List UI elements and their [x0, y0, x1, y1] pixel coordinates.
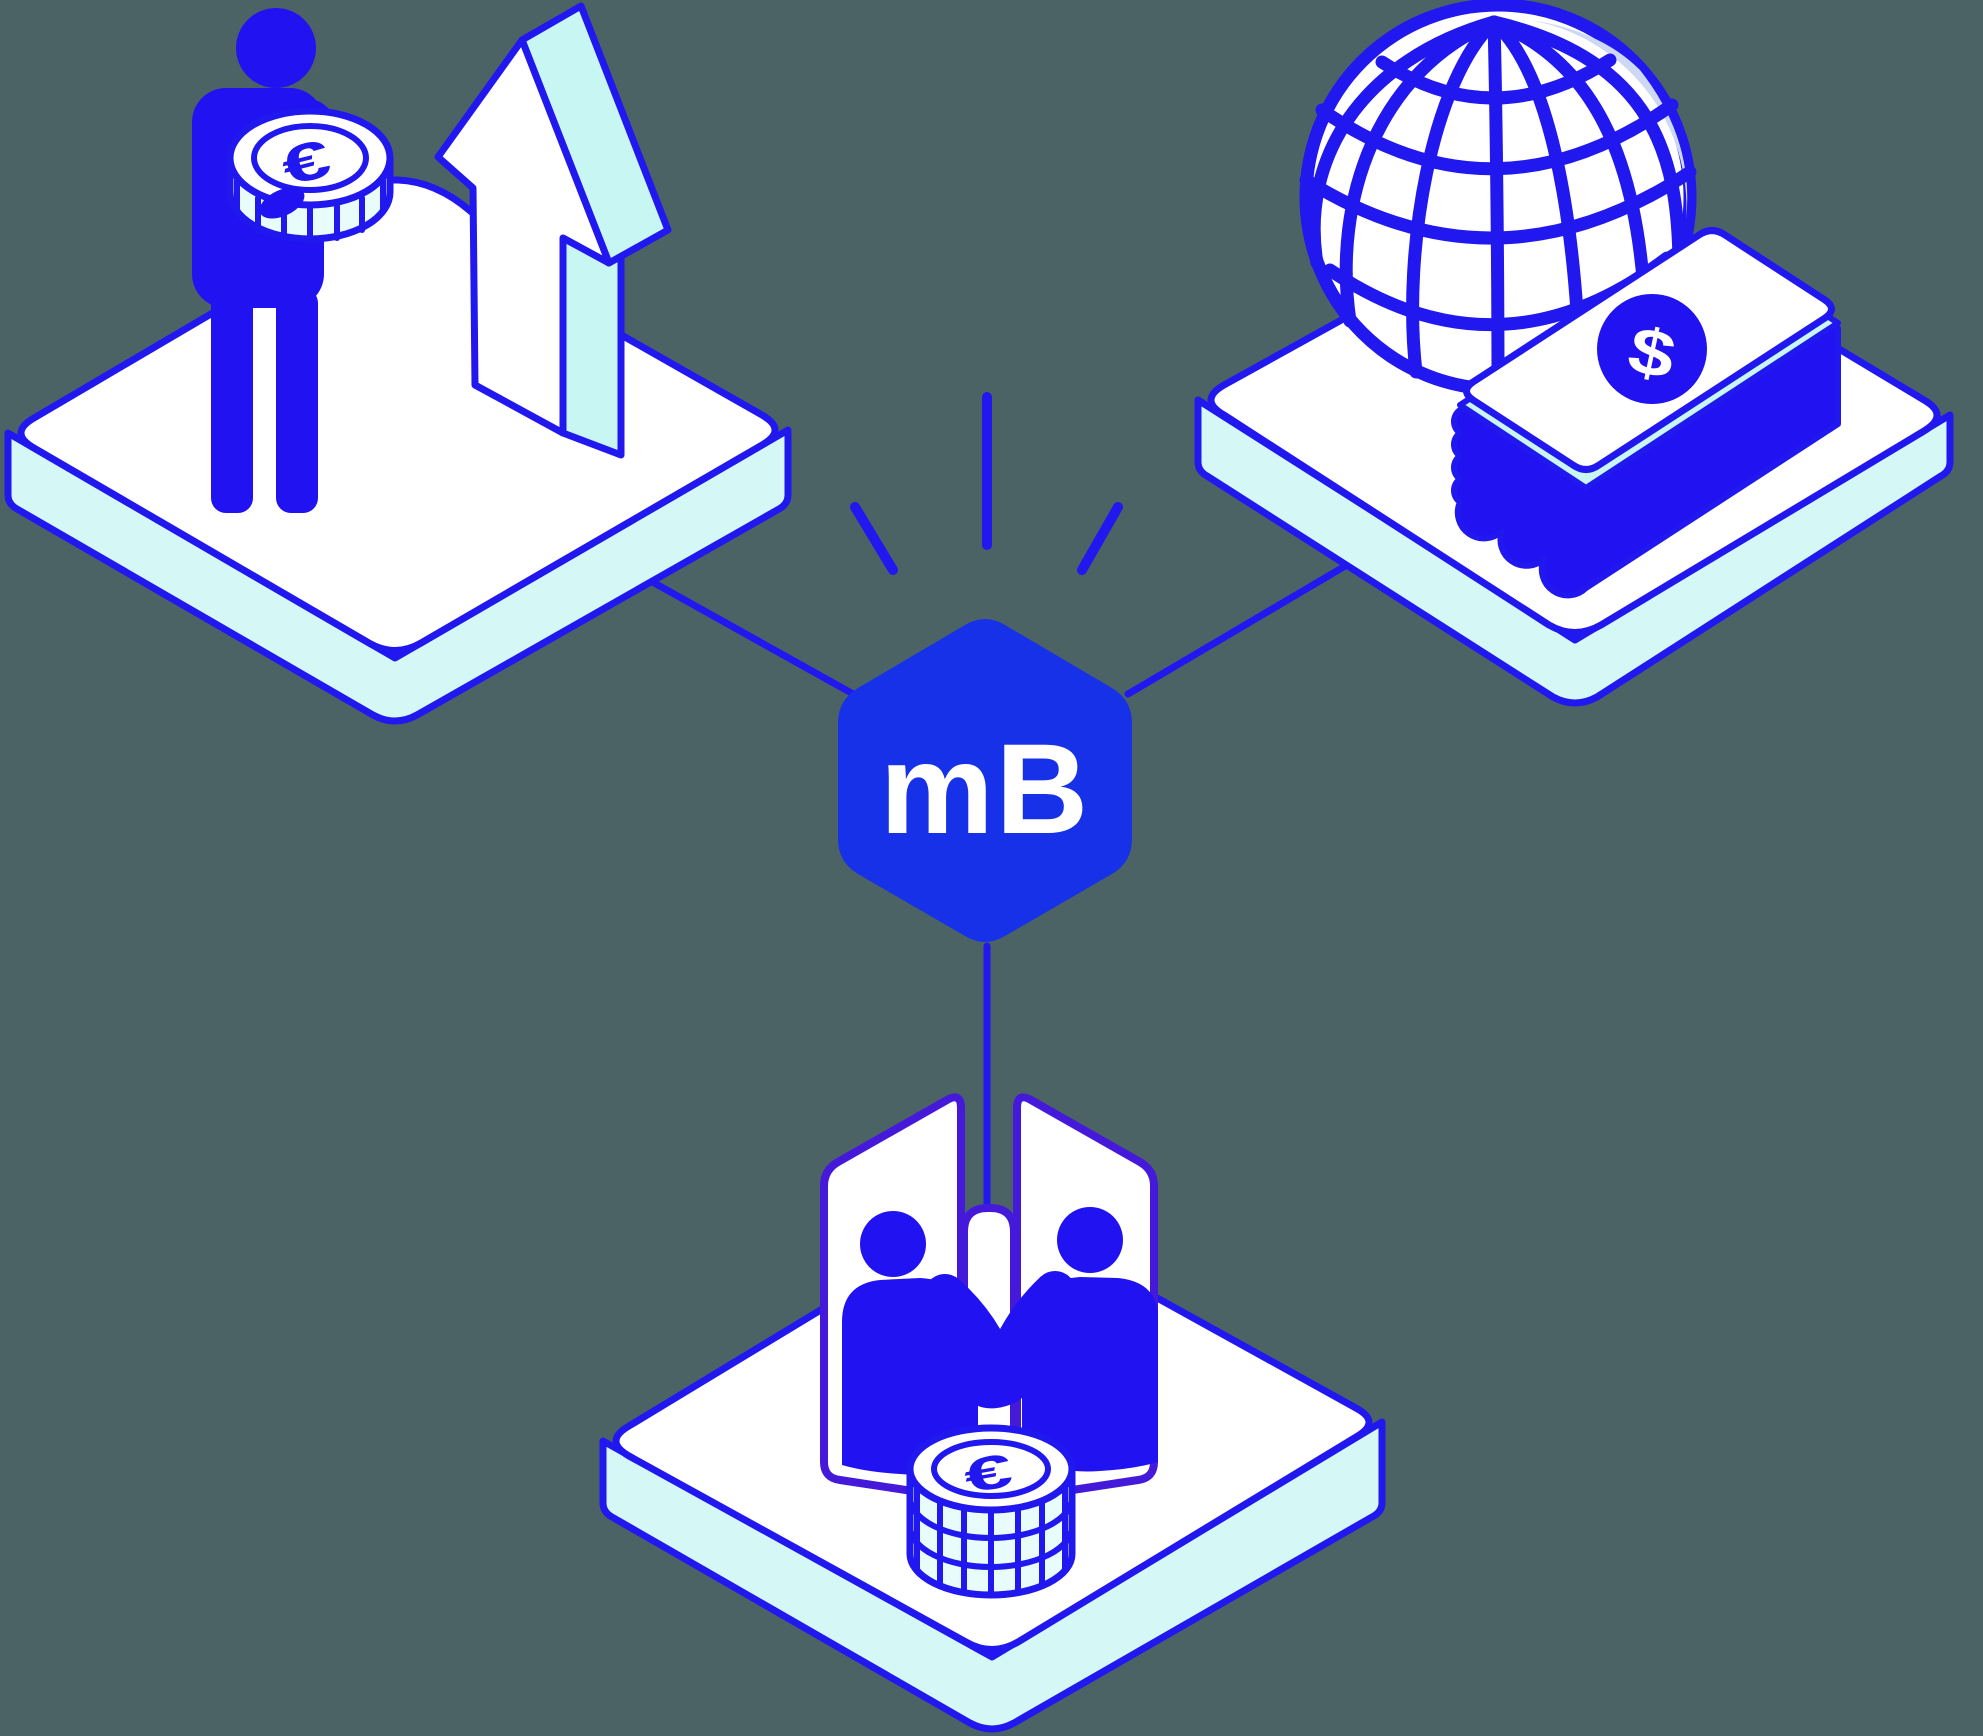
- up-arrow-icon: [434, 2, 672, 459]
- ray-right: [1077, 502, 1123, 575]
- euro-coin-stack-icon: €: [906, 1424, 1076, 1599]
- figure-right-head: [1057, 1207, 1123, 1273]
- figure-left-head: [860, 1211, 926, 1277]
- person-euro-coin-icon: €: [192, 8, 394, 513]
- coin-stack-inner-ring: [931, 1439, 1051, 1499]
- euro-symbol: €: [960, 1443, 1016, 1504]
- hexagon-shape: [838, 619, 1132, 942]
- globe-icon: [1299, 0, 1697, 397]
- person-leg-left: [211, 288, 253, 513]
- euro-coin-icon: €: [226, 107, 394, 244]
- clasped-hands: [966, 1361, 1034, 1409]
- handshake-icon: [820, 1093, 1158, 1501]
- hub-label: mB: [880, 718, 1090, 861]
- arrow-front: [434, 36, 613, 437]
- figure-left-body: [842, 1278, 978, 1475]
- hub-hexagon: mB: [838, 619, 1132, 942]
- coin-inner-ring: [251, 123, 369, 193]
- agreement-platform: €: [599, 1093, 1386, 1733]
- hub-rays: [850, 392, 1123, 575]
- platform-side: [599, 1418, 1386, 1733]
- figure-right-body: [1022, 1277, 1158, 1472]
- dollar-badge: [1597, 294, 1707, 404]
- dollar-bill-stack-icon: $: [1451, 227, 1841, 599]
- connector-left: [636, 571, 859, 699]
- globe-parallels: [1299, 53, 1697, 331]
- person-leg-right: [276, 288, 318, 513]
- person-hand: [259, 187, 305, 219]
- ray-left: [850, 502, 898, 575]
- globe-meridians: [1307, 15, 1686, 397]
- growth-platform: €: [4, 2, 792, 725]
- connector-right: [1124, 558, 1356, 698]
- platform-side: [1194, 396, 1954, 707]
- person-head: [236, 8, 316, 88]
- platform-side: [4, 426, 792, 725]
- connector-lines: [636, 558, 1356, 1216]
- global-money-platform: $: [1194, 0, 1954, 707]
